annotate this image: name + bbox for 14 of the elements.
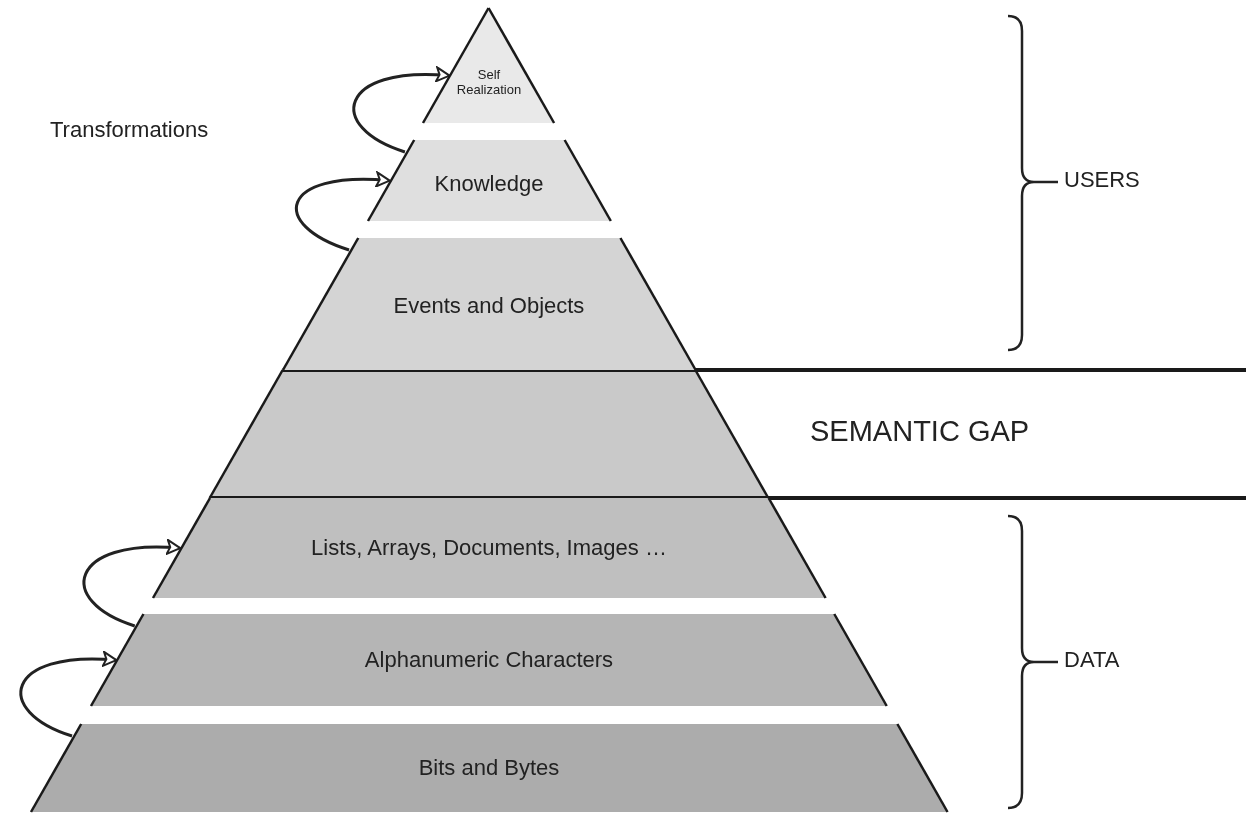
layer-label: Alphanumeric Characters [363, 647, 615, 673]
layer-label: Events and Objects [392, 293, 586, 319]
layer-label: Bits and Bytes [417, 755, 561, 781]
group-label: USERS [1064, 167, 1140, 193]
curved-arrow [295, 171, 391, 252]
curved-arrow [352, 67, 451, 154]
curved-arrow [82, 539, 182, 628]
transformations-label: Transformations [50, 117, 209, 143]
curved-arrow [19, 651, 118, 738]
group-label: DATA [1064, 647, 1120, 673]
layer-label: Knowledge [433, 171, 545, 197]
layer-label: Lists, Arrays, Documents, Images … [310, 535, 668, 561]
layer-label: Self Realization [455, 68, 523, 98]
band-label: SEMANTIC GAP [810, 415, 1030, 448]
